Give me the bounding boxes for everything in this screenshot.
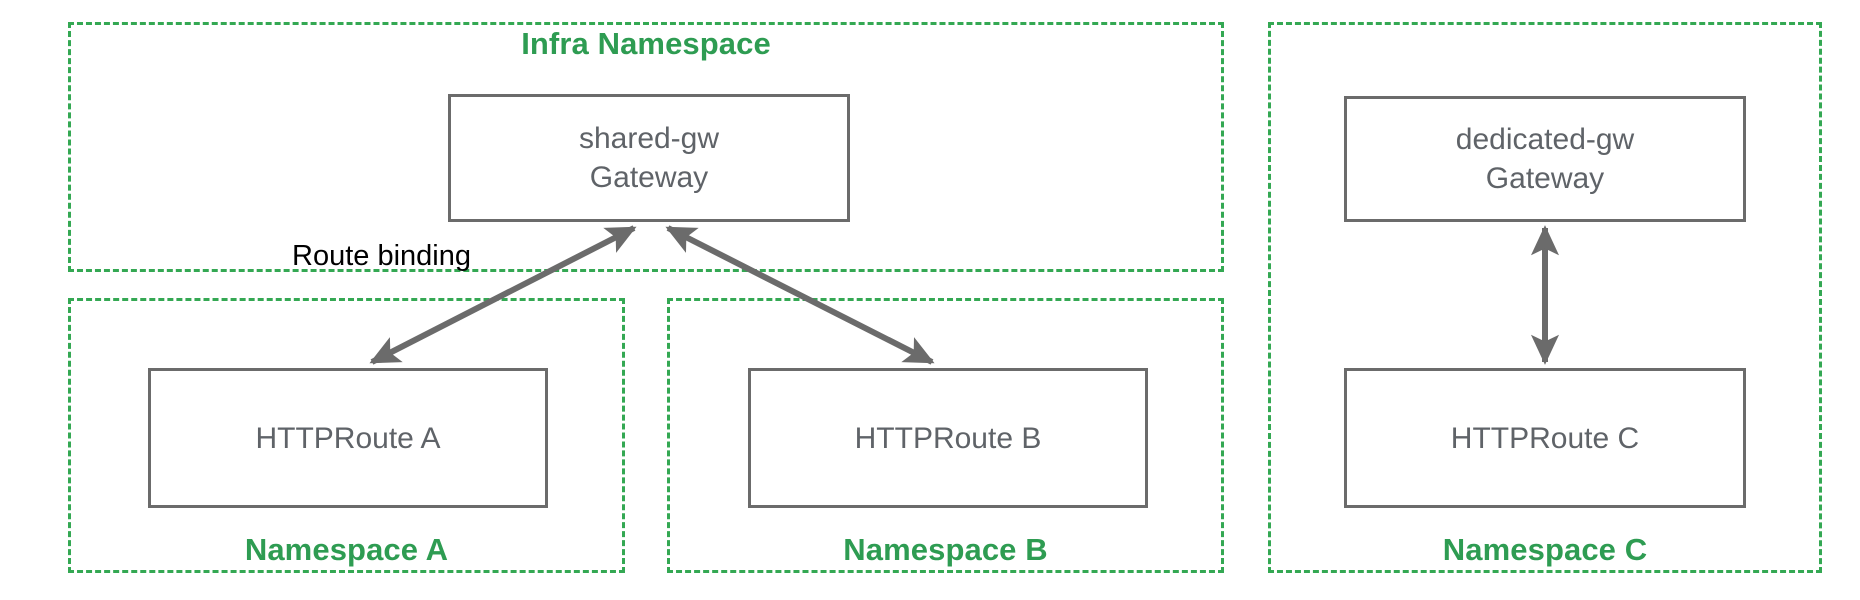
node-dedicated-gw-gateway[interactable]: dedicated-gw Gateway — [1344, 96, 1746, 222]
namespace-boundary-a — [68, 298, 625, 573]
node-shared-gw-gateway[interactable]: shared-gw Gateway — [448, 94, 850, 222]
namespace-label-a: Namespace A — [244, 532, 449, 567]
namespace-label-infra: Infra Namespace — [521, 26, 771, 61]
node-httproute-b[interactable]: HTTPRoute B — [748, 368, 1148, 508]
namespace-boundary-b — [667, 298, 1224, 573]
node-httproute-c[interactable]: HTTPRoute C — [1344, 368, 1746, 508]
namespace-label-c: Namespace C — [1442, 532, 1648, 567]
namespace-label-b: Namespace B — [843, 532, 1048, 567]
namespace-boundary-c — [1268, 22, 1822, 573]
node-httproute-a[interactable]: HTTPRoute A — [148, 368, 548, 508]
namespace-boundary-infra — [68, 22, 1224, 272]
edge-label-route-binding: Route binding — [292, 240, 471, 272]
